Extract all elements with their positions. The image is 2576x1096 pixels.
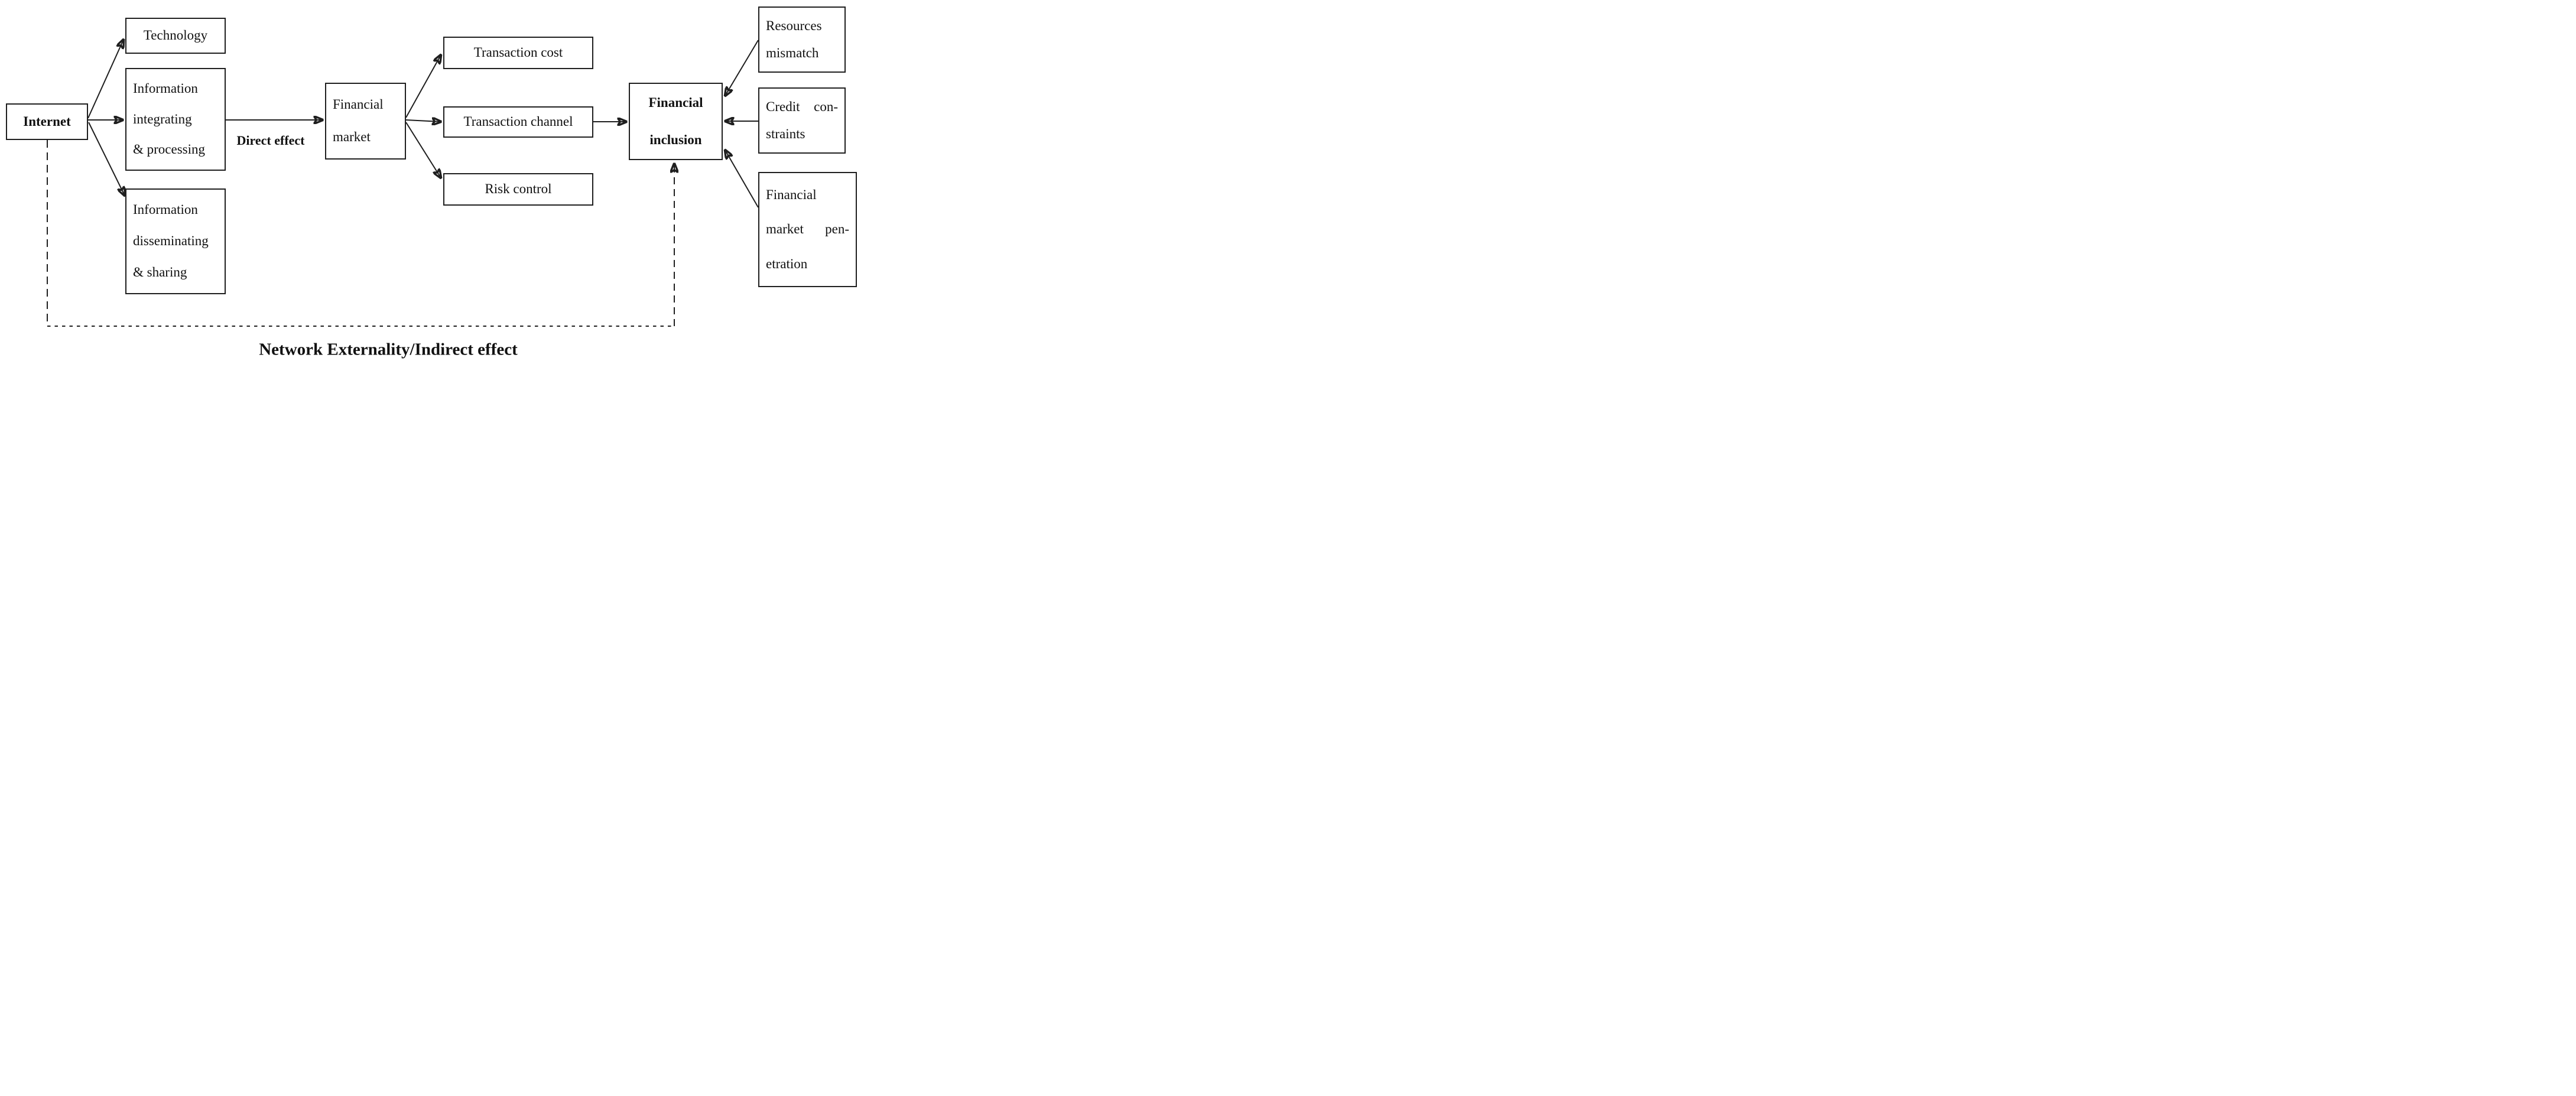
node-label-line: Financial [648,95,703,110]
node-information-integrating: Information integrating & processing [125,68,226,171]
node-label-line: etration [766,256,808,271]
arrow-resources-mismatch-to-financial-inclusion [725,40,759,96]
node-label: Risk control [485,181,552,197]
node-label-line: Financial [333,97,384,112]
node-transaction-channel: Transaction channel [443,106,593,138]
node-label-line: & sharing [133,265,187,280]
node-label-line: Information [133,202,198,217]
node-internet: Internet [6,103,88,140]
node-label-line: market [333,129,371,145]
arrow-internet-to-technology [87,40,124,119]
node-label-line: Financial [766,187,817,202]
node-label-line: & processing [133,142,206,157]
node-label-line: mismatch [766,45,819,60]
node-label-line: inclusion [649,132,702,148]
node-risk-control: Risk control [443,173,593,206]
node-label: Internet [23,113,71,129]
node-label-line: Information [133,81,198,96]
node-resources-mismatch: Resources mismatch [758,6,846,73]
direct-effect-label: Direct effect [236,133,305,148]
node-label-line: Resources [766,18,822,33]
arrow-financial-market-to-risk-control [405,122,441,178]
node-label-line: straints [766,126,805,141]
diagram-canvas: Internet Technology Information integrat… [0,0,859,365]
arrow-financial-market-to-transaction-channel [405,120,441,122]
node-financial-inclusion: Financial inclusion [629,83,723,160]
edges-layer [47,0,759,327]
node-credit-constraints: Credit con- straints [758,87,846,154]
node-transaction-cost: Transaction cost [443,37,593,69]
node-information-disseminating: Information disseminating & sharing [125,188,226,294]
node-label: Transaction channel [463,114,573,129]
node-financial-market: Financial market [325,83,406,160]
arrow-financial-market-to-transaction-cost [405,55,441,118]
arrow-market-penetration-to-financial-inclusion [725,150,759,208]
node-label-line: market pen- [766,222,849,237]
node-label-line: Credit con- [766,99,838,114]
node-label: Transaction cost [473,45,563,60]
node-label: Technology [143,28,208,43]
node-financial-market-penetration: Financial market pen- etration [758,172,857,287]
node-label-line: integrating [133,111,192,126]
node-technology: Technology [125,18,226,54]
network-externality-label: Network Externality/Indirect effect [259,340,518,359]
arrow-internet-to-info-disseminating [88,122,125,196]
node-label-line: disseminating [133,233,209,249]
